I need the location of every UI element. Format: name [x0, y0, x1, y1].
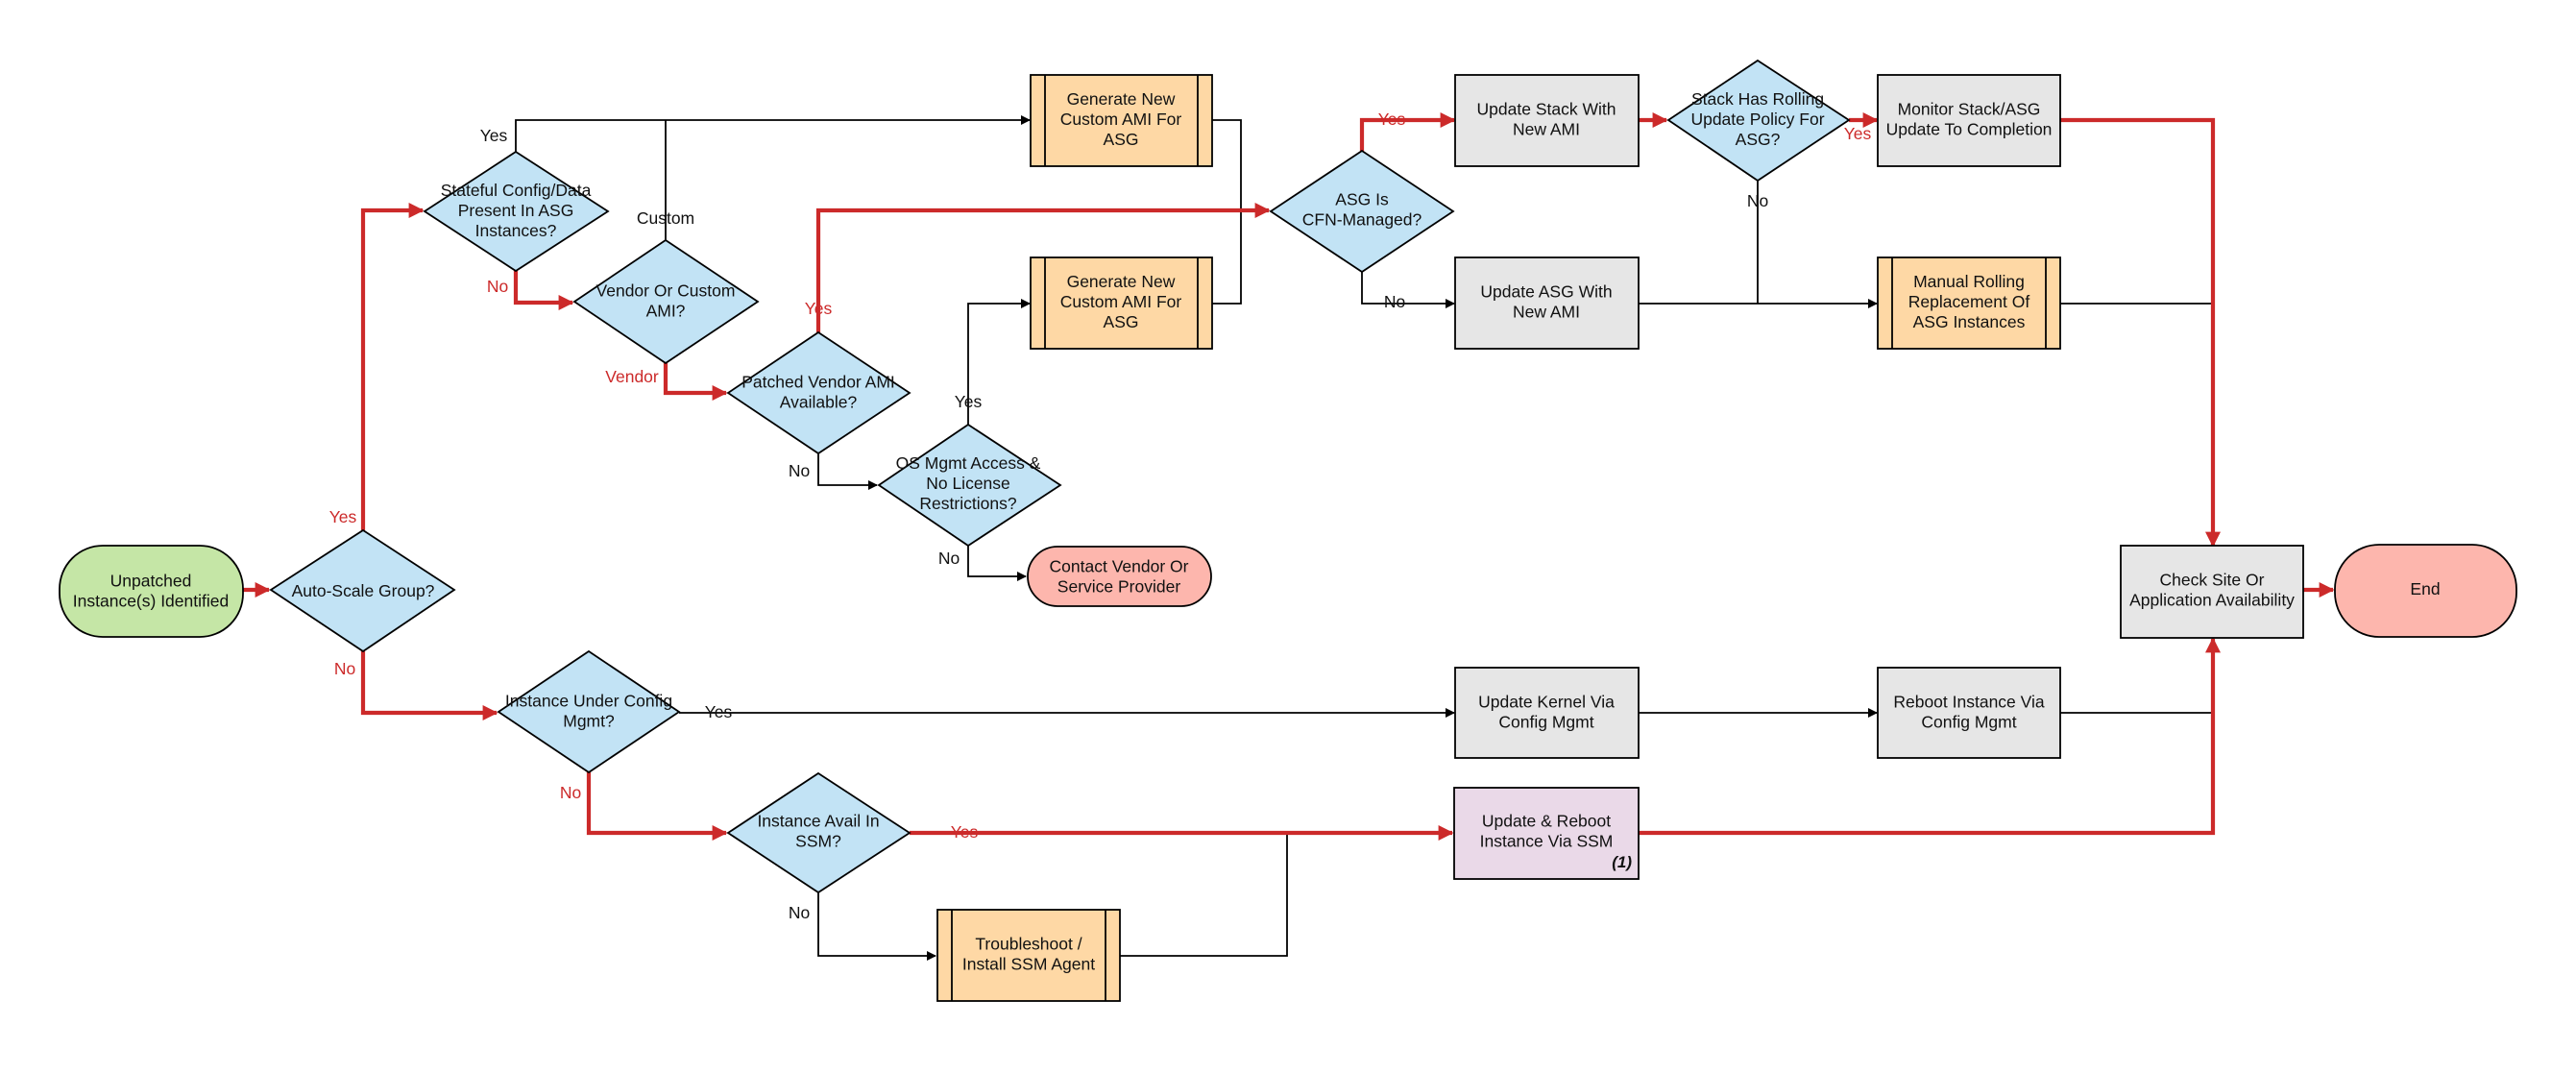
label-cfn-yes: Yes [1378, 110, 1406, 129]
label-patched-no: No [789, 461, 810, 480]
label-patched-yes: Yes [805, 299, 833, 318]
svg-text:Troubleshoot /Install SSM Agen: Troubleshoot /Install SSM Agent [962, 935, 1095, 974]
path-stateful-no [513, 271, 574, 310]
label-rolling-yes: Yes [1844, 124, 1872, 143]
svg-text:Auto-Scale Group?: Auto-Scale Group? [292, 581, 435, 600]
edge-troubleshoot-to-ssm [1120, 833, 1288, 957]
path-patched-yes [815, 203, 1271, 332]
label-stateful-yes: Yes [480, 126, 508, 145]
edge-stateful-yes [515, 115, 1031, 152]
label-vendor: Vendor [605, 367, 659, 386]
path-config-no [586, 772, 728, 841]
label-ssm-no: No [789, 903, 810, 922]
label-stateful-no: No [487, 277, 508, 296]
subprocess-troubleshoot: Troubleshoot /Install SSM Agent [936, 909, 1121, 1002]
ssm-footnote-marker: (1) [1612, 853, 1632, 871]
path-monitor-to-check [2060, 117, 2221, 548]
label-asg-no: No [334, 659, 355, 678]
svg-text:End: End [2410, 579, 2440, 598]
label-os-yes: Yes [955, 392, 983, 411]
path-cfn-yes [1359, 112, 1456, 151]
edge-patched-no [817, 453, 878, 490]
decision-auto-scale: Auto-Scale Group? [269, 528, 456, 653]
edge-cfn-no [1361, 272, 1455, 308]
label-cfn-no: No [1384, 292, 1405, 311]
label-rolling-no: No [1747, 191, 1768, 210]
label-custom: Custom [637, 208, 694, 228]
edge-genami2-to-cfn [1212, 211, 1242, 305]
path-asg-no [360, 651, 498, 720]
label-config-yes: Yes [705, 702, 733, 721]
edge-os-yes [967, 299, 1031, 425]
label-ssm-yes: Yes [951, 822, 979, 842]
terminal-end: End [2334, 544, 2517, 638]
label-asg-yes: Yes [329, 507, 357, 526]
label-os-no: No [938, 549, 960, 568]
label-config-no: No [560, 783, 581, 802]
path-ssm-to-check [1639, 637, 2221, 836]
path-vendor [663, 363, 728, 401]
edge-os-no [967, 546, 1027, 581]
edge-genami1-to-cfn [1212, 119, 1242, 211]
edge-ssm-no [817, 892, 936, 961]
path-asg-yes [360, 203, 425, 530]
